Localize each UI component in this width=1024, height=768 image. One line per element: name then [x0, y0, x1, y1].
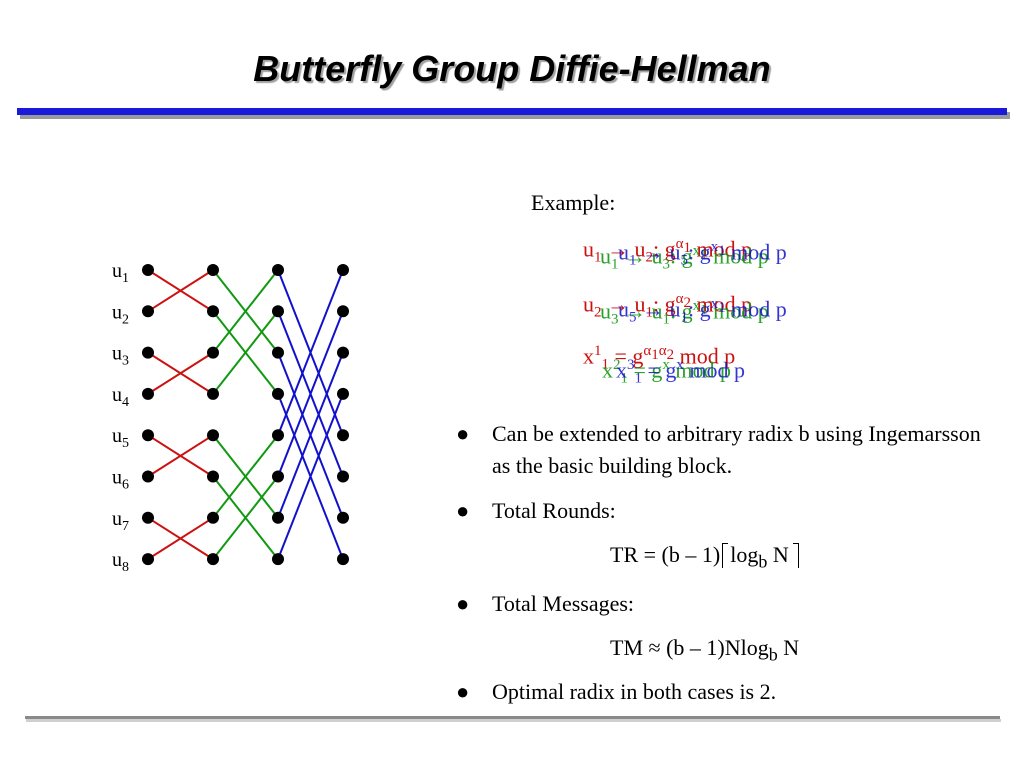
node	[207, 305, 219, 318]
node	[272, 305, 284, 318]
node	[337, 470, 349, 483]
user-label-1: u1	[112, 260, 129, 286]
red-eq-3: x11 = gα1α2 mod p	[583, 343, 736, 373]
node	[142, 553, 154, 566]
node	[272, 346, 284, 359]
bullet-3: ● Total Messages:	[456, 588, 992, 620]
node	[337, 264, 349, 276]
stage-3-edge	[277, 269, 344, 436]
bullet-marker: ●	[456, 679, 470, 704]
green-eq-2: u3 → u1: gx1 mod p	[600, 298, 769, 328]
node	[272, 429, 284, 442]
green-eq-3: x21 = gx mod p	[602, 357, 732, 387]
node	[337, 305, 349, 318]
user-label-5: u5	[112, 425, 129, 451]
slide-title: Butterfly Group Diffie-Hellman	[253, 48, 771, 89]
red-eq-2: u2 → u1: gα2 mod p	[583, 291, 753, 321]
bullet-1: ● Can be extended to arbitrary radix b u…	[456, 418, 992, 482]
node	[207, 553, 219, 566]
node	[142, 387, 154, 400]
stage-2-edge	[212, 269, 279, 354]
example-label: Example:	[531, 190, 616, 215]
node	[142, 346, 154, 359]
node	[272, 470, 284, 483]
user-label-7: u7	[112, 508, 129, 534]
node	[337, 346, 349, 359]
node	[142, 429, 154, 442]
node	[142, 511, 154, 524]
user-label-2: u2	[112, 301, 129, 327]
title-underline	[17, 108, 1007, 115]
node	[142, 470, 154, 483]
butterfly-diagram: u1 u2 u3 u4 u5 u6 u7 u8	[112, 260, 349, 575]
node	[207, 387, 219, 400]
stage-3-edge	[277, 310, 344, 477]
footer-line-shadow	[26, 719, 1001, 722]
node	[272, 387, 284, 400]
node	[272, 553, 284, 566]
user-label-3: u3	[112, 343, 129, 369]
ceiling-right	[792, 543, 799, 568]
node	[207, 429, 219, 442]
node	[337, 511, 349, 524]
stage-3-edge	[277, 352, 344, 519]
stage-3-edge	[277, 393, 344, 560]
user-label-4: u4	[112, 384, 129, 410]
ceiling-left	[722, 543, 729, 568]
node	[207, 470, 219, 483]
bullet-2: ● Total Rounds:	[456, 495, 992, 527]
bullet-marker: ●	[456, 421, 470, 446]
green-eq-1: u1 → u3: gx1 mod p	[600, 243, 769, 273]
stage-1-edge	[147, 269, 214, 313]
stage-2-edge	[212, 475, 279, 560]
blue-eq-2: u5 → u1: gx1 mod p	[618, 296, 787, 326]
bullet-marker: ●	[456, 591, 470, 616]
user-label-8: u8	[112, 549, 129, 575]
total-rounds-formula: TR = (b – 1)logb N	[610, 542, 799, 572]
node	[207, 511, 219, 524]
total-messages-formula: TM ≈ (b – 1)Nlogb N	[610, 635, 800, 665]
user-label-6: u6	[112, 467, 129, 493]
footer-line	[25, 716, 1000, 719]
node	[337, 553, 349, 566]
blue-eq-1: u1 → u5: gx1 mod p	[618, 239, 787, 269]
bullet-4: ● Optimal radix in both cases is 2.	[456, 676, 992, 708]
stage-1-edge	[147, 434, 214, 478]
stage-2-edge	[212, 434, 279, 519]
bullet-marker: ●	[456, 498, 470, 523]
node	[207, 346, 219, 359]
node	[337, 429, 349, 442]
node	[272, 511, 284, 524]
node	[142, 305, 154, 318]
blue-eq-3: x31 = gx mod p	[616, 357, 746, 387]
stage-1-edge	[147, 516, 214, 560]
stage-1-edge	[147, 351, 214, 395]
title-underline-shadow	[20, 112, 1010, 119]
node	[272, 264, 284, 276]
node	[337, 387, 349, 400]
red-eq-1: u1 → u2: gα1 mod p	[583, 236, 753, 266]
node	[207, 264, 219, 276]
node	[142, 264, 154, 276]
stage-2-edge	[212, 310, 279, 395]
